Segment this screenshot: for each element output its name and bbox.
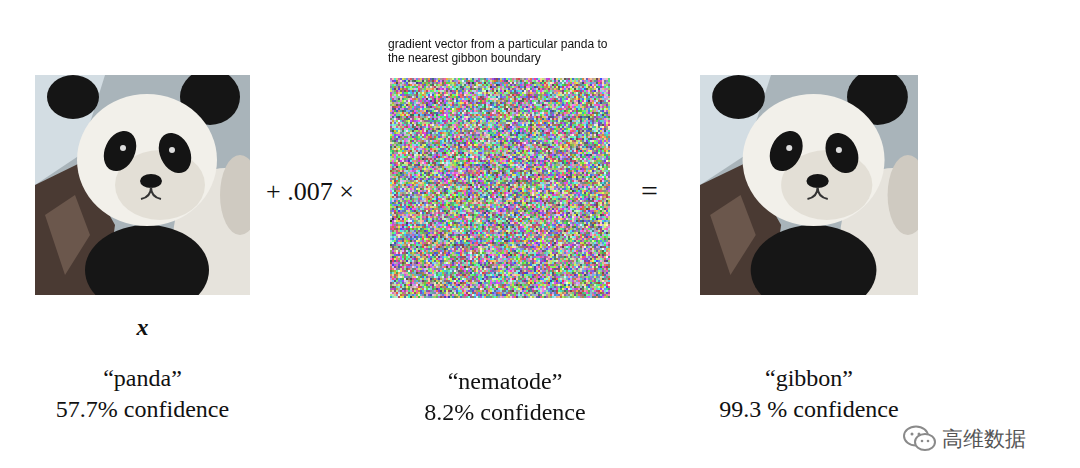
image-caption: gradient vector from a particular panda …	[388, 37, 622, 65]
class-label: “nematode”	[388, 366, 622, 396]
operator-text: + .007 ×	[266, 177, 354, 207]
image-panel: x “panda”57.7% confidence	[35, 75, 250, 424]
wechat-icon	[902, 424, 938, 454]
noise-image	[390, 78, 610, 298]
equals-sign: =	[641, 176, 658, 206]
panda-image	[700, 75, 918, 295]
class-label: “gibbon”	[689, 363, 929, 393]
confidence-value: 99.3 % confidence	[689, 394, 929, 424]
image-panel: gradient vector from a particular panda …	[388, 37, 622, 427]
confidence-value: 8.2% confidence	[388, 397, 622, 427]
variable-name: x	[35, 315, 250, 339]
class-label: “panda”	[35, 363, 250, 393]
panda-image	[35, 75, 250, 295]
confidence-value: 57.7% confidence	[35, 394, 250, 424]
watermark: 高维数据	[942, 425, 1026, 453]
image-panel: “gibbon”99.3 % confidence	[689, 75, 929, 424]
